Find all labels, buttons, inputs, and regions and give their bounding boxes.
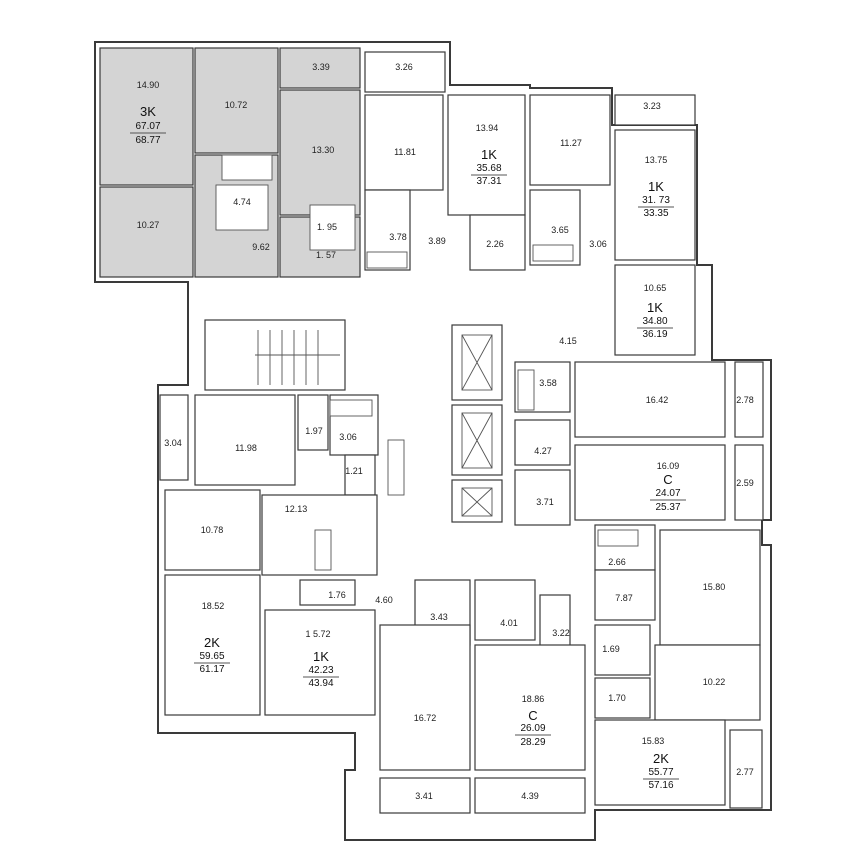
apartment-1k-d: 1K 42.23 43.94 xyxy=(303,649,339,689)
room-area-1.70: 1.70 xyxy=(608,693,626,703)
svg-text:1K: 1K xyxy=(481,147,497,162)
room-area-18.52: 18.52 xyxy=(202,601,225,611)
room-area-1.95: 1. 95 xyxy=(317,222,337,232)
room-area-11.27: 11.27 xyxy=(560,138,582,148)
room-area-4.60: 4.60 xyxy=(375,595,393,605)
room-labels: 14.90 10.72 3.39 3.26 10.27 4.74 9.62 13… xyxy=(137,62,754,801)
room-area-1.97: 1.97 xyxy=(305,426,323,436)
room-area-2.77: 2.77 xyxy=(736,767,754,777)
apartment-3k: 3K 67.07 68.77 xyxy=(130,104,166,146)
svg-text:35.68: 35.68 xyxy=(476,163,501,174)
svg-text:2K: 2K xyxy=(653,751,669,766)
apartment-1k-b: 1K 31. 73 33.35 xyxy=(638,179,674,219)
room-area-16.09: 16.09 xyxy=(657,461,680,471)
room-area-4.27: 4.27 xyxy=(534,446,552,456)
room-area-3.78: 3.78 xyxy=(389,232,407,242)
room-area-1.57: 1. 57 xyxy=(316,250,336,260)
svg-text:37.31: 37.31 xyxy=(476,176,501,187)
room-area-1.21: 1.21 xyxy=(345,466,363,476)
room-area-9.62: 9.62 xyxy=(252,242,270,252)
svg-text:2K: 2K xyxy=(204,635,220,650)
room-area-10.72: 10.72 xyxy=(225,100,248,110)
svg-text:67.07: 67.07 xyxy=(135,121,160,132)
room-area-3.26: 3.26 xyxy=(395,62,413,72)
room-area-4.01: 4.01 xyxy=(500,618,518,628)
room-area-3.41: 3.41 xyxy=(415,791,433,801)
room-area-10.27: 10.27 xyxy=(137,220,160,230)
room-area-4.15: 4.15 xyxy=(559,336,577,346)
room-area-1.76: 1.76 xyxy=(328,590,346,600)
svg-text:61.17: 61.17 xyxy=(199,664,224,675)
room-area-3.58: 3.58 xyxy=(539,378,557,388)
room-area-14.90: 14.90 xyxy=(137,80,160,90)
apartment-1k-c: 1K 34.80 36.19 xyxy=(637,300,673,340)
svg-text:26.09: 26.09 xyxy=(520,723,545,734)
svg-text:59.65: 59.65 xyxy=(199,651,224,662)
svg-text:34.80: 34.80 xyxy=(642,316,667,327)
room-area-15.80: 15.80 xyxy=(703,582,726,592)
room-area-10.65: 10.65 xyxy=(644,283,667,293)
room-area-13.30: 13.30 xyxy=(312,145,335,155)
svg-text:24.07: 24.07 xyxy=(655,488,680,499)
svg-text:1K: 1K xyxy=(647,300,663,315)
room-area-2.59: 2.59 xyxy=(736,478,754,488)
svg-text:28.29: 28.29 xyxy=(520,737,545,748)
room-area-3.06: 3.06 xyxy=(589,239,607,249)
apartment-c-b: C 26.09 28.29 xyxy=(515,708,551,748)
svg-text:33.35: 33.35 xyxy=(643,208,668,219)
bath-fixtures xyxy=(314,244,639,571)
svg-text:43.94: 43.94 xyxy=(308,678,333,689)
svg-text:25.37: 25.37 xyxy=(655,502,680,513)
stair-lift-core xyxy=(255,330,493,517)
room-area-4.74: 4.74 xyxy=(233,197,251,207)
room-area-15.83: 15.83 xyxy=(642,736,665,746)
svg-text:36.19: 36.19 xyxy=(642,329,667,340)
room-area-18.86: 18.86 xyxy=(522,694,545,704)
apartment-labels: 3K 67.07 68.77 1K 35.68 37.31 1K 31. 73 … xyxy=(130,104,686,791)
room-area-3.43: 3.43 xyxy=(430,612,448,622)
room-area-11.98: 11.98 xyxy=(235,443,257,453)
svg-text:31. 73: 31. 73 xyxy=(642,195,670,206)
svg-text:55.77: 55.77 xyxy=(648,767,673,778)
room-outlines xyxy=(159,51,764,814)
room-area-16.72: 16.72 xyxy=(414,713,437,723)
room-area-15.72: 1 5.72 xyxy=(305,629,330,639)
apartment-2k-b: 2K 55.77 57.16 xyxy=(643,751,679,791)
room-area-2.26: 2.26 xyxy=(486,239,504,249)
room-area-10.22: 10.22 xyxy=(703,677,726,687)
svg-text:42.23: 42.23 xyxy=(308,665,333,676)
svg-text:1K: 1K xyxy=(648,179,664,194)
svg-text:C: C xyxy=(663,472,672,487)
room-area-3.23: 3.23 xyxy=(643,101,661,111)
room-area-1.69: 1.69 xyxy=(602,644,620,654)
apartment-2k-a: 2K 59.65 61.17 xyxy=(194,635,230,675)
room-area-3.04: 3.04 xyxy=(164,438,182,448)
room-area-3.89: 3.89 xyxy=(428,236,446,246)
svg-text:C: C xyxy=(528,708,537,723)
room-area-13.75: 13.75 xyxy=(645,155,668,165)
svg-text:68.77: 68.77 xyxy=(135,135,160,146)
room-area-2.78: 2.78 xyxy=(736,395,754,405)
room-area-3.39: 3.39 xyxy=(312,62,330,72)
room-area-2.66: 2.66 xyxy=(608,557,626,567)
room-area-3.65: 3.65 xyxy=(551,225,569,235)
apartment-c-a: C 24.07 25.37 xyxy=(650,472,686,513)
room-area-3.06b: 3.06 xyxy=(339,432,357,442)
room-area-3.22: 3.22 xyxy=(552,628,570,638)
svg-text:57.16: 57.16 xyxy=(648,780,673,791)
room-area-11.81: 11.81 xyxy=(394,147,416,157)
apartment-1k-a: 1K 35.68 37.31 xyxy=(471,147,507,187)
room-area-3.71: 3.71 xyxy=(536,497,554,507)
room-area-16.42: 16.42 xyxy=(646,395,669,405)
room-area-12.13: 12.13 xyxy=(285,504,308,514)
room-area-13.94: 13.94 xyxy=(476,123,499,133)
room-area-4.39: 4.39 xyxy=(521,791,539,801)
room-area-10.78: 10.78 xyxy=(201,525,224,535)
svg-text:3K: 3K xyxy=(140,104,156,119)
svg-text:1K: 1K xyxy=(313,649,329,664)
room-area-7.87: 7.87 xyxy=(615,593,633,603)
apartment-3k-highlight xyxy=(99,47,361,278)
